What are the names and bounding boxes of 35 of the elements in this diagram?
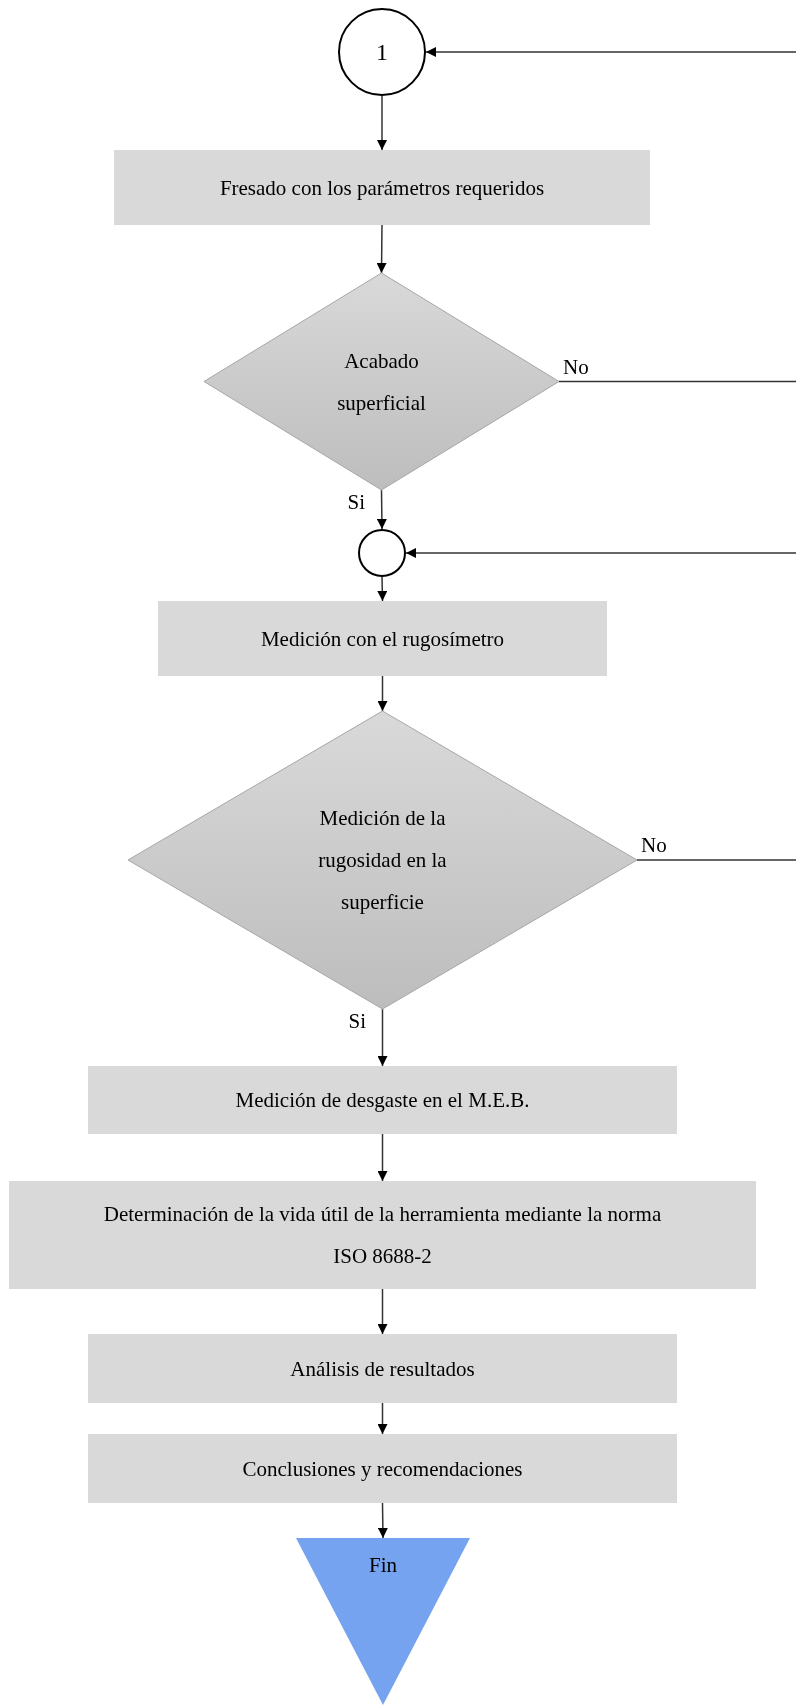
arrow [405, 548, 796, 558]
arrow [376, 489, 387, 530]
decision-text: Medición de la rugosidad en la superficie [317, 805, 448, 916]
connector-line [558, 380, 796, 383]
process-box [88, 1334, 677, 1403]
decision-text: Acabado superficial [336, 347, 427, 417]
end-label: Fin [369, 1552, 397, 1579]
process-text: Conclusiones y recomendaciones [242, 1455, 523, 1483]
process-box [158, 601, 607, 676]
connector-circle [358, 529, 406, 577]
connector-circle [338, 8, 426, 96]
arrow [377, 1502, 388, 1539]
process-box [9, 1181, 756, 1289]
process-box [88, 1434, 677, 1503]
arrow [377, 1402, 388, 1435]
process-text: Análisis de resultados [290, 1355, 475, 1383]
connector-number: 1 [376, 38, 388, 67]
end-triangle [296, 1538, 470, 1705]
arrow [377, 95, 387, 151]
arrow [376, 224, 387, 274]
process-text: Medición con el rugosímetro [260, 625, 505, 653]
arrow [377, 1288, 388, 1335]
process-box [114, 150, 650, 225]
arrow [377, 1133, 388, 1182]
decision-diamond [128, 711, 637, 1009]
decision-diamond [204, 273, 559, 490]
process-text: Fresado con los parámetros requeridos [219, 174, 545, 202]
arrow [377, 675, 388, 712]
arrow [377, 1008, 388, 1067]
arrow [425, 47, 796, 57]
process-text: Medición de desgaste en el M.E.B. [235, 1087, 530, 1114]
connector-line [636, 859, 796, 861]
process-text: Determinación de la vida útil de la herramienta mediante la norma ISO 8688-2 [102, 1201, 663, 1270]
process-box [88, 1066, 677, 1134]
arrow [377, 576, 388, 602]
